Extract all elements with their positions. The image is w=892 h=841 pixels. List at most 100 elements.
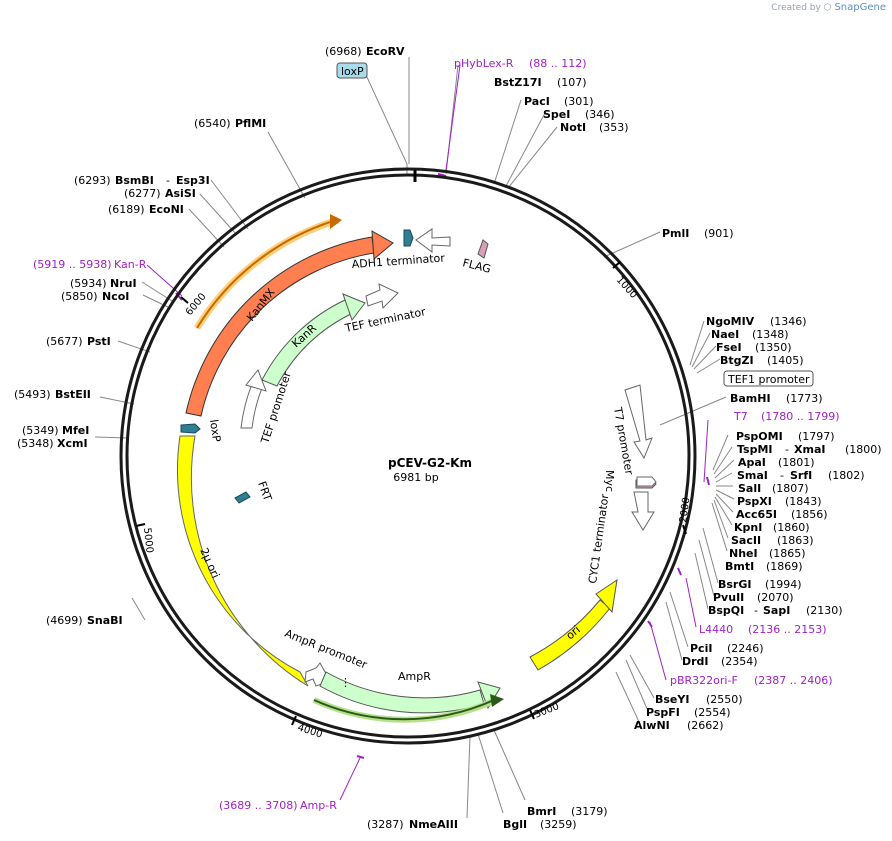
enzyme-sapi: SapI: [763, 604, 790, 617]
enzyme-pos-pspomi: (1797): [798, 430, 835, 443]
enzyme-mfei: MfeI: [62, 424, 89, 437]
enzyme-bsrgi: BsrGI: [718, 578, 751, 591]
enzyme-bamhi: BamHI: [730, 392, 771, 405]
enzyme-pos-sapi: (2130): [806, 604, 843, 617]
enzyme-pos-pspxi: (1843): [785, 495, 822, 508]
enzyme-smai: SmaI: [737, 469, 768, 482]
tick-label-5000: 5000: [141, 527, 155, 553]
kanmx-arrowhead: [371, 230, 394, 261]
enzyme-bseyi: BseYI: [655, 693, 689, 706]
enzyme-pos-btgzi: (1405): [767, 354, 804, 367]
plasmid-name: pCEV-G2-Km: [388, 456, 472, 470]
enzyme-pflmi: PflMI: [235, 117, 266, 130]
enzyme-pos-bstz17i: (107): [557, 76, 587, 89]
adh1-terminator-arrow: [415, 228, 451, 253]
enzyme-pos-nmeaiii: (3287): [367, 818, 404, 831]
enzyme-pos-xmai: (1800): [845, 443, 882, 456]
tef-terminator-arrow: [365, 283, 399, 310]
enzyme-pos-naei: (1348): [752, 328, 789, 341]
myc-label: Myc: [603, 470, 616, 492]
primer-range-l4440: (2136 .. 2153): [748, 623, 827, 636]
t7-promoter-arrow: [624, 384, 653, 460]
enzyme-sep-bspqi: -: [754, 604, 758, 617]
snapgene-credit: Created by ⬡ SnapGene: [771, 2, 886, 13]
enzyme-pspfi: PspFI: [646, 706, 680, 719]
enzyme-pos-ecorv: (6968): [325, 45, 362, 58]
enzyme-ncoi: NcoI: [102, 290, 129, 303]
primer-range-kan-r: (5919 .. 5938): [33, 258, 112, 271]
credit-prefix: Created by: [771, 3, 821, 13]
enzyme-alwni: AlwNI: [634, 719, 670, 732]
enzyme-drdi: DrdI: [682, 655, 709, 668]
enzyme-ecorv: EcoRV: [366, 45, 405, 58]
flag-label: FLAG: [461, 256, 492, 276]
enzyme-pos-bsmbi: (6293): [74, 174, 111, 187]
enzyme-pos-pmli: (901): [704, 227, 734, 240]
primer-amp-r: Amp-R: [300, 799, 337, 812]
enzyme-pos-bgli: (3259): [540, 818, 577, 831]
kanr-primer-arrowhead: [330, 214, 342, 229]
ampr-promoter-label: AmpR promoter: [283, 627, 369, 672]
enzyme-pos-snabi: (4699): [46, 614, 83, 627]
primer-labels: pHybLex-R (88 .. 112) T7 (1780 .. 1799) …: [33, 57, 840, 812]
tef-promoter-arc: [240, 383, 263, 429]
enzyme-ngomiv: NgoMIV: [706, 315, 755, 328]
loxp-left-label: loxP: [207, 419, 223, 444]
enzyme-naei: NaeI: [711, 328, 739, 341]
enzyme-acc65i: Acc65I: [736, 508, 777, 521]
primer-t7: T7: [733, 410, 748, 423]
credit-brand: SnapGene: [834, 2, 886, 13]
kanr-primer-arc-glow: [194, 216, 340, 330]
primer-range-t7: (1780 .. 1799): [761, 410, 840, 423]
enzyme-pos-ngomiv: (1346): [770, 315, 807, 328]
enzyme-pos-pflmi: (6540): [194, 117, 231, 130]
enzyme-econi: EcoNI: [149, 203, 184, 216]
enzyme-pos-fsei: (1350): [755, 341, 792, 354]
two-mu-ori-arc: [176, 435, 309, 687]
enzyme-pos-bamhi: (1773): [786, 392, 823, 405]
kanr-arrowhead: [342, 293, 366, 322]
t7-promoter-label: T7 promoter: [611, 405, 636, 476]
enzyme-bmri: BmrI: [527, 805, 556, 818]
loxp-box-label: loxP: [341, 65, 364, 78]
enzyme-pspomi: PspOMI: [736, 430, 783, 443]
loxp-box: [336, 62, 368, 79]
enzyme-esp3i: Esp3I: [176, 174, 210, 187]
enzyme-pos-noti: (353): [599, 121, 629, 134]
cyc1-terminator-arrow: [631, 491, 655, 531]
enzyme-pos-bseyi: (2550): [706, 693, 743, 706]
primer-leaders: [146, 64, 709, 801]
frt-label: FRT: [255, 480, 274, 503]
enzyme-pos-pspfi: (2554): [694, 706, 731, 719]
cyc1-small-arrow: [636, 476, 657, 487]
tick-marks: [135, 261, 687, 726]
enzyme-pos-alwni: (2662): [687, 719, 724, 732]
enzyme-pos-ncoi: (5850): [61, 290, 98, 303]
primer-range-pbr322ori-f: (2387 .. 2406): [754, 674, 833, 687]
enzyme-pcii: PciI: [690, 642, 712, 655]
primer-phyblex-r: pHybLex-R: [454, 57, 514, 70]
tef1-promoter-label: TEF1 promoter: [727, 373, 810, 386]
ampr-primer-arc: [313, 699, 495, 721]
enzyme-pos-srfi: (1802): [828, 469, 865, 482]
ori-arrowhead: [595, 578, 618, 614]
flag-feature: [477, 239, 489, 259]
enzyme-pos-nhei: (1865): [769, 547, 806, 560]
plasmid-length: 6981 bp: [393, 471, 438, 484]
kanr-arc: [261, 299, 352, 387]
enzyme-bstz17i: BstZ17I: [494, 76, 542, 89]
primer-range-phyblex-r: (88 .. 112): [529, 57, 587, 70]
enzyme-pos-pcii: (2246): [727, 642, 764, 655]
tick-label-2000: 2000: [678, 497, 692, 524]
enzyme-pos-bmri: (3179): [571, 805, 608, 818]
enzyme-sep-tspmi: -: [785, 443, 789, 456]
enzyme-pos-mfei: (5349): [22, 424, 59, 437]
cyc1-terminator-label: CYC1 terminator: [586, 493, 611, 585]
enzyme-pos-asisi: (6277): [124, 187, 161, 200]
loxp-top-feature: [403, 229, 414, 247]
enzyme-pmli: PmlI: [662, 227, 689, 240]
enzyme-pos-apai: (1801): [778, 456, 815, 469]
enzyme-pos-acc65i: (1856): [791, 508, 828, 521]
enzyme-pos-sacii: (1863): [777, 534, 814, 547]
primer-l4440: L4440: [699, 623, 733, 636]
